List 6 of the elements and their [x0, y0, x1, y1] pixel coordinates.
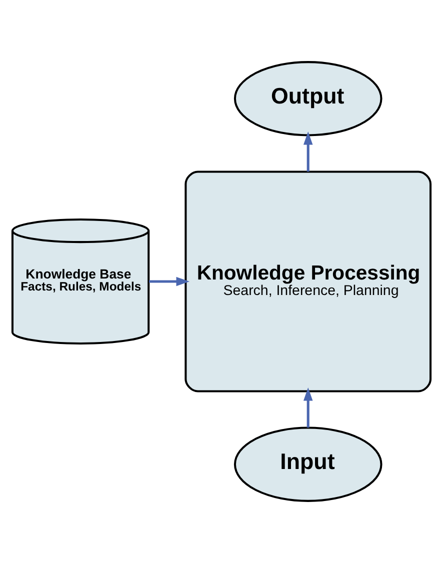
node-ellipse: Output — [234, 61, 382, 136]
node-ellipse: Input — [234, 426, 382, 502]
arrow — [303, 387, 313, 428]
arrow — [303, 131, 313, 172]
arrow — [149, 276, 190, 286]
node-box: Knowledge Processing Search, Inference, Planning — [184, 170, 432, 392]
